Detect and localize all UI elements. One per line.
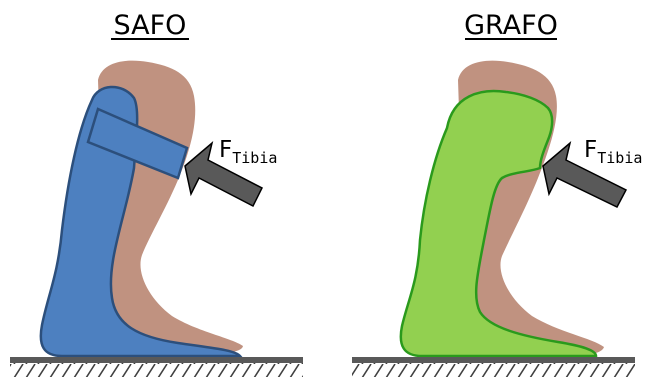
- grafo-ground-hatch: [352, 363, 635, 377]
- safo-ground: [10, 357, 303, 363]
- grafo-title: GRAFO: [464, 10, 558, 41]
- grafo-panel: GRAFO FTibia: [352, 10, 642, 377]
- grafo-ground: [352, 357, 635, 363]
- safo-ground-hatch: [10, 363, 303, 377]
- safo-panel: SAFO FTibia: [10, 10, 303, 377]
- safo-force-label: FTibia: [219, 137, 277, 167]
- grafo-force-label: FTibia: [584, 137, 642, 167]
- safo-title: SAFO: [114, 10, 187, 41]
